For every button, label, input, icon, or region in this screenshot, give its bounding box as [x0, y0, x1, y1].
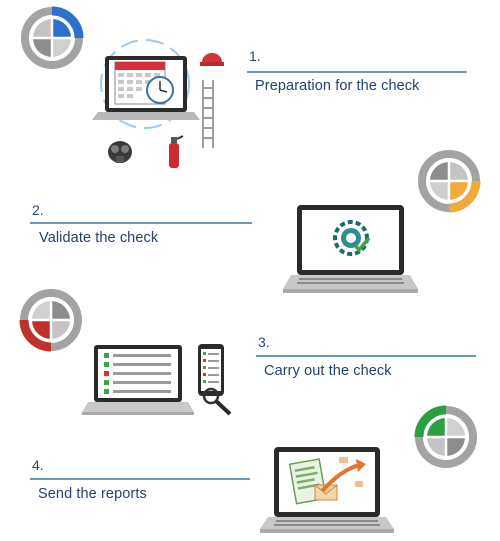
step-4-divider — [30, 478, 250, 480]
step-1-progress-ring — [17, 3, 87, 73]
step-1-number: 1. — [249, 48, 261, 64]
step-3-label: Carry out the check — [264, 363, 392, 379]
step-2-progress-ring — [414, 146, 484, 216]
step-1-illustration — [90, 39, 240, 175]
step-4-illustration — [260, 447, 395, 536]
step-2-label: Validate the check — [39, 230, 159, 246]
step-1-divider — [247, 71, 467, 73]
step-3-illustration — [80, 340, 240, 422]
step-3-number: 3. — [258, 334, 270, 350]
step-2-number: 2. — [32, 202, 44, 218]
step-4-label: Send the reports — [38, 486, 147, 502]
step-4-number: 4. — [32, 457, 44, 473]
step-3-progress-ring — [16, 285, 86, 355]
step-3-divider — [256, 355, 476, 357]
step-2-illustration — [283, 205, 418, 297]
step-1-label: Preparation for the check — [255, 78, 420, 94]
step-4-progress-ring — [411, 402, 481, 472]
step-2-divider — [30, 222, 252, 224]
